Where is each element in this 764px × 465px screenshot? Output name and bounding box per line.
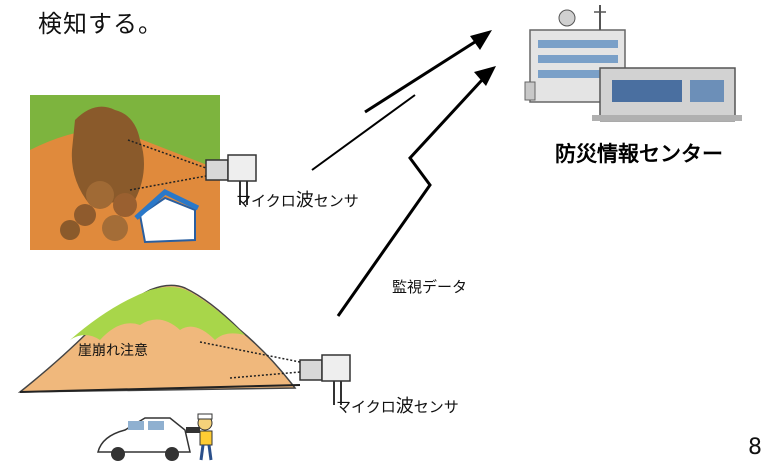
sensor-beam-top-2 xyxy=(129,175,207,191)
sensor-label-bottom-prefix: マイクロ xyxy=(336,398,396,416)
sensor-beam-bottom-1 xyxy=(199,341,301,363)
cliff-collapse-warning-label: 崖崩れ注意 xyxy=(78,343,148,359)
heading-text: 検知する。 xyxy=(38,10,163,38)
worker-illustration xyxy=(186,413,213,461)
sensor-label-top: マイクロ波センサ xyxy=(236,186,359,212)
page-number: 8 xyxy=(748,435,762,460)
sensor-beam-top-1 xyxy=(127,139,207,169)
sensor-label-bottom-wave: 波 xyxy=(395,396,414,417)
sensor-label-top-wave: 波 xyxy=(295,190,314,211)
sensor-label-bottom-suffix: センサ xyxy=(413,398,459,416)
transmission-arrow-bottom xyxy=(336,66,496,317)
building-illustration xyxy=(524,5,742,122)
microwave-sensor-top xyxy=(205,154,257,205)
sensor-label-top-prefix: マイクロ xyxy=(236,192,296,210)
microwave-sensor-bottom xyxy=(299,354,351,405)
disaster-info-center-label: 防災情報センター xyxy=(555,142,723,166)
sensor-label-bottom: マイクロ波センサ xyxy=(336,392,459,418)
transmission-arrow-top xyxy=(311,30,492,171)
landslide-illustration xyxy=(30,95,220,250)
sensor-label-top-suffix: センサ xyxy=(313,192,359,210)
mountain-illustration xyxy=(17,284,301,393)
monitoring-data-label: 監視データ xyxy=(392,278,468,296)
patrol-car-illustration xyxy=(97,417,191,461)
